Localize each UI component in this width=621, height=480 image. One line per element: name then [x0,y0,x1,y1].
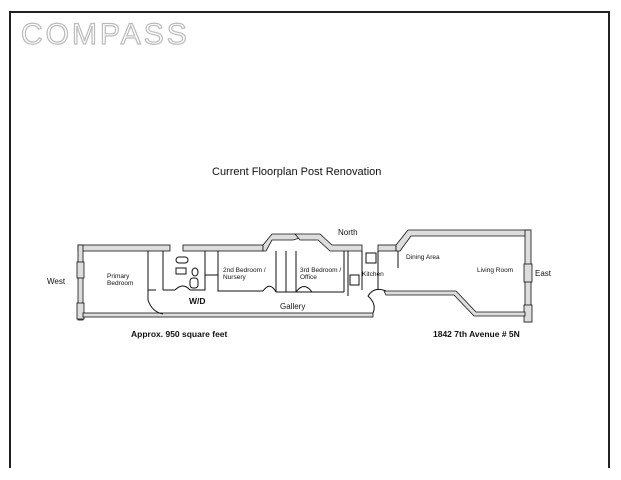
compass-west: West [47,277,66,286]
compass-east: East [535,269,552,278]
svg-text:COMPASS: COMPASS [21,18,190,50]
wall [76,261,85,279]
room-dining-area: Dining Area [406,254,440,261]
door [262,285,277,293]
wall [395,229,531,252]
room-3rd-bedroom: 3rd Bedroom / Office [300,267,342,281]
sink [175,267,187,275]
room-2nd-bedroom: 2nd Bedroom / Nursery [223,267,266,281]
room-wd: W/D [189,296,206,306]
area-label: Approx. 950 square feet [131,329,228,339]
toilet [175,256,189,264]
wall [383,290,526,317]
wall [262,233,301,252]
compass-north: North [338,228,358,237]
tub [189,277,199,289]
wall [163,251,263,292]
stove [365,252,377,264]
plan-title: Current Floorplan Post Renovation [212,166,382,178]
wall [76,302,85,320]
wall [82,312,374,318]
wall [523,263,533,283]
wall [347,251,399,296]
room-primary-bedroom: Primary Bedroom [107,273,134,287]
door [367,288,387,314]
toilet [191,267,199,277]
door [295,286,313,293]
address-label: 1842 7th Avenue # 5N [433,329,520,339]
room-living-room: Living Room [477,267,514,274]
counter [349,274,360,286]
wall [275,251,345,293]
room-kitchen: Kitchen [362,271,384,278]
door [174,285,191,291]
wall [77,244,84,321]
wall [377,244,397,252]
wall [182,244,264,252]
page-frame [9,11,610,468]
compass-logo: COMPASS [20,17,190,50]
wall [147,251,164,300]
door [147,299,164,315]
room-gallery: Gallery [280,302,306,311]
wall [77,244,171,252]
